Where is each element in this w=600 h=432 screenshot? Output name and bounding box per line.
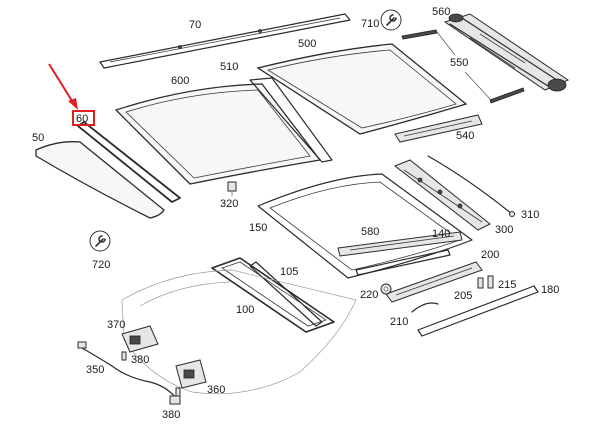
- label-70: 70: [189, 19, 201, 31]
- label-500: 500: [298, 38, 316, 50]
- part-200-guide-rail: [385, 261, 483, 303]
- part-600-front-glass: [114, 83, 322, 185]
- label-215: 215: [498, 279, 516, 291]
- label-510: 510: [220, 61, 238, 73]
- part-310-rod: [427, 155, 515, 217]
- part-300-side-rail: [394, 159, 491, 231]
- label-320: 320: [220, 198, 238, 210]
- label-370: 370: [107, 319, 125, 331]
- part-140-strip: [355, 249, 451, 276]
- part-560-roller-blind: [443, 13, 570, 92]
- part-320-clip: [227, 181, 237, 196]
- part-60-seal-strip: [77, 121, 181, 203]
- label-380-a: 380: [131, 354, 149, 366]
- part-510-seal: [249, 77, 333, 163]
- label-710: 710: [361, 18, 379, 30]
- part-220-washer: [380, 283, 392, 295]
- label-205: 205: [454, 290, 472, 302]
- label-60: 60: [76, 113, 88, 125]
- label-350: 350: [86, 364, 104, 376]
- part-360-motor: [175, 359, 207, 389]
- part-370-motor: [121, 325, 159, 353]
- label-540: 540: [456, 130, 474, 142]
- part-500-rear-glass: [256, 43, 468, 135]
- part-70-trim-strip: [99, 13, 351, 69]
- label-380-b: 380: [162, 409, 180, 421]
- label-100: 100: [236, 304, 254, 316]
- label-360: 360: [207, 384, 225, 396]
- wrench-icon: [89, 230, 111, 252]
- roof-outline: [121, 269, 357, 395]
- label-210: 210: [390, 316, 408, 328]
- label-720: 720: [92, 259, 110, 271]
- part-180-strip: [417, 285, 539, 337]
- part-50-deflector: [35, 141, 165, 219]
- label-150: 150: [249, 222, 267, 234]
- part-100-lower-frame: [211, 257, 335, 333]
- part-215-screw: [487, 275, 494, 289]
- part-540-bracket: [394, 114, 483, 143]
- wrench-icon: [380, 9, 402, 31]
- label-300: 300: [495, 224, 513, 236]
- label-310: 310: [521, 209, 539, 221]
- label-105: 105: [280, 266, 298, 278]
- highlight-box-60: [72, 110, 95, 126]
- part-380-screw: [175, 387, 181, 397]
- part-580-cross-member: [337, 231, 463, 257]
- part-205-screw: [477, 277, 484, 289]
- part-105-seal: [249, 261, 323, 327]
- label-220: 220: [360, 289, 378, 301]
- label-140: 140: [432, 228, 450, 240]
- label-180: 180: [541, 284, 559, 296]
- part-210-bracket: [411, 302, 439, 313]
- part-350-cable: [77, 341, 181, 405]
- part-550-rods: [401, 29, 525, 104]
- label-200: 200: [481, 249, 499, 261]
- label-560: 560: [432, 6, 450, 18]
- part-380-screw: [121, 351, 127, 361]
- pointer-arrow: [48, 63, 78, 110]
- label-600: 600: [171, 75, 189, 87]
- label-580: 580: [361, 226, 379, 238]
- label-50: 50: [32, 132, 44, 144]
- label-550: 550: [450, 57, 468, 69]
